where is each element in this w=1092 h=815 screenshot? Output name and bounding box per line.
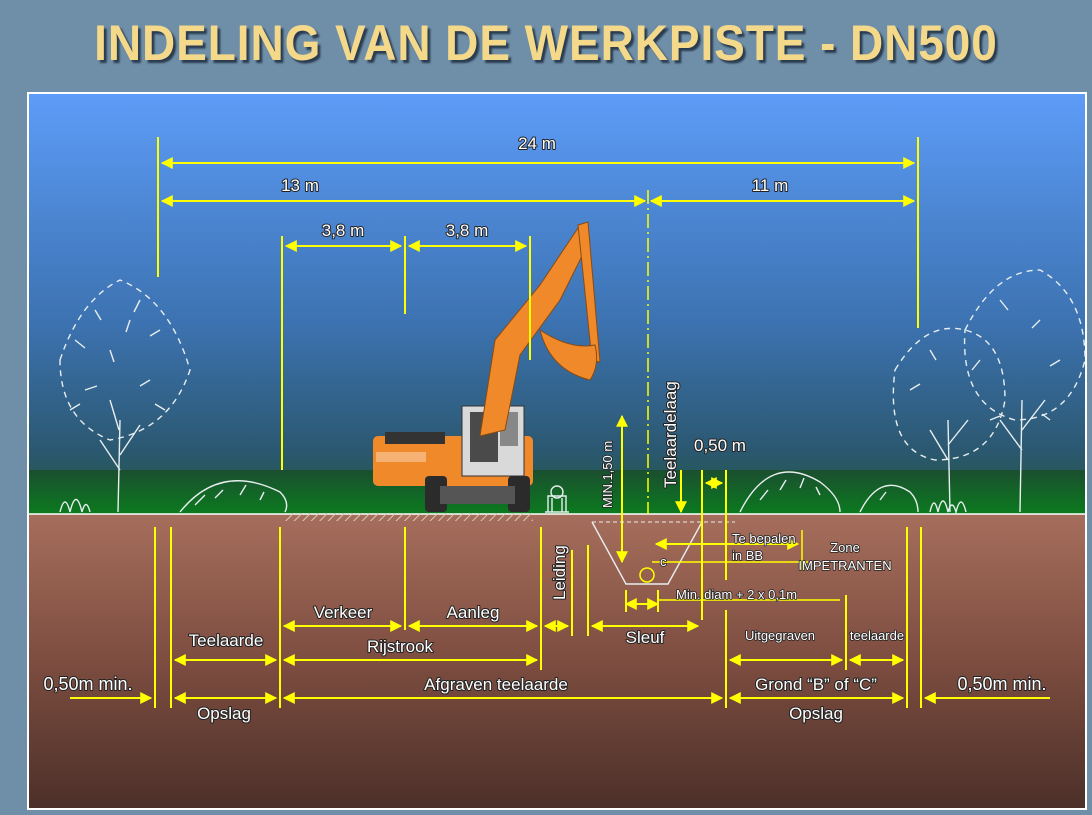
topsoil-layer-label: Teelaardelaag xyxy=(661,381,680,488)
dim-total-label: 24 m xyxy=(518,134,556,153)
zone-label-2: IMPETRANTEN xyxy=(798,558,891,573)
dimensions-top xyxy=(157,137,919,514)
to-define-label-2: in BB xyxy=(732,548,763,563)
min-diam-label: Min. diam + 2 x 0,1m xyxy=(676,587,797,602)
dim-lane2-label: 3,8 m xyxy=(446,221,489,240)
pipe-icon xyxy=(639,567,655,583)
dim-right-label: 11 m xyxy=(752,176,789,195)
excavator-icon xyxy=(373,221,601,512)
margin-right-label: 0,50m min. xyxy=(957,674,1046,694)
zone-boundaries xyxy=(154,527,922,708)
zone-teelaarde-left-label: Teelaarde xyxy=(189,631,264,650)
pipe-label: Leiding xyxy=(550,545,569,600)
zone-label-1: Zone xyxy=(830,540,860,555)
grass-strip xyxy=(29,470,1085,514)
margin-left-label: 0,50m min. xyxy=(43,674,132,694)
valve-structure-icon xyxy=(545,485,569,513)
diagram-frame xyxy=(27,92,1087,810)
tree-left-icon xyxy=(59,279,288,513)
dim-lane1-label: 3,8 m xyxy=(322,221,365,240)
min-depth-label: MIN.1,50 m xyxy=(600,441,615,508)
road-surface xyxy=(285,513,533,521)
zone-opslag-right-label: Opslag xyxy=(789,704,843,723)
zone-rijstrook-label: Rijstrook xyxy=(367,637,434,656)
to-define-label-1: Te bepalen xyxy=(732,531,796,546)
zone-sleuf-label: Sleuf xyxy=(626,628,665,647)
zone-grond-label: Grond “B” of “C” xyxy=(755,675,877,694)
tree-right-icon xyxy=(739,269,1086,515)
zone-afgraven-label: Afgraven teelaarde xyxy=(424,675,568,694)
zone-verkeer-label: Verkeer xyxy=(314,603,373,622)
zone-uitgegraven-label: Uitgegraven xyxy=(745,628,815,643)
zone-dimensions xyxy=(70,620,1050,704)
zone-teelaarde-right-label: teelaarde xyxy=(850,628,904,643)
offset-label: 0,50 m xyxy=(694,436,746,455)
slide-title: INDELING VAN DE WERKPISTE - DN500 xyxy=(94,15,998,71)
dim-left-label: 13 m xyxy=(281,176,319,195)
zone-opslag-left-label: Opslag xyxy=(197,704,251,723)
c-mark-label: c xyxy=(660,554,667,569)
zone-aanleg-label: Aanleg xyxy=(447,603,500,622)
